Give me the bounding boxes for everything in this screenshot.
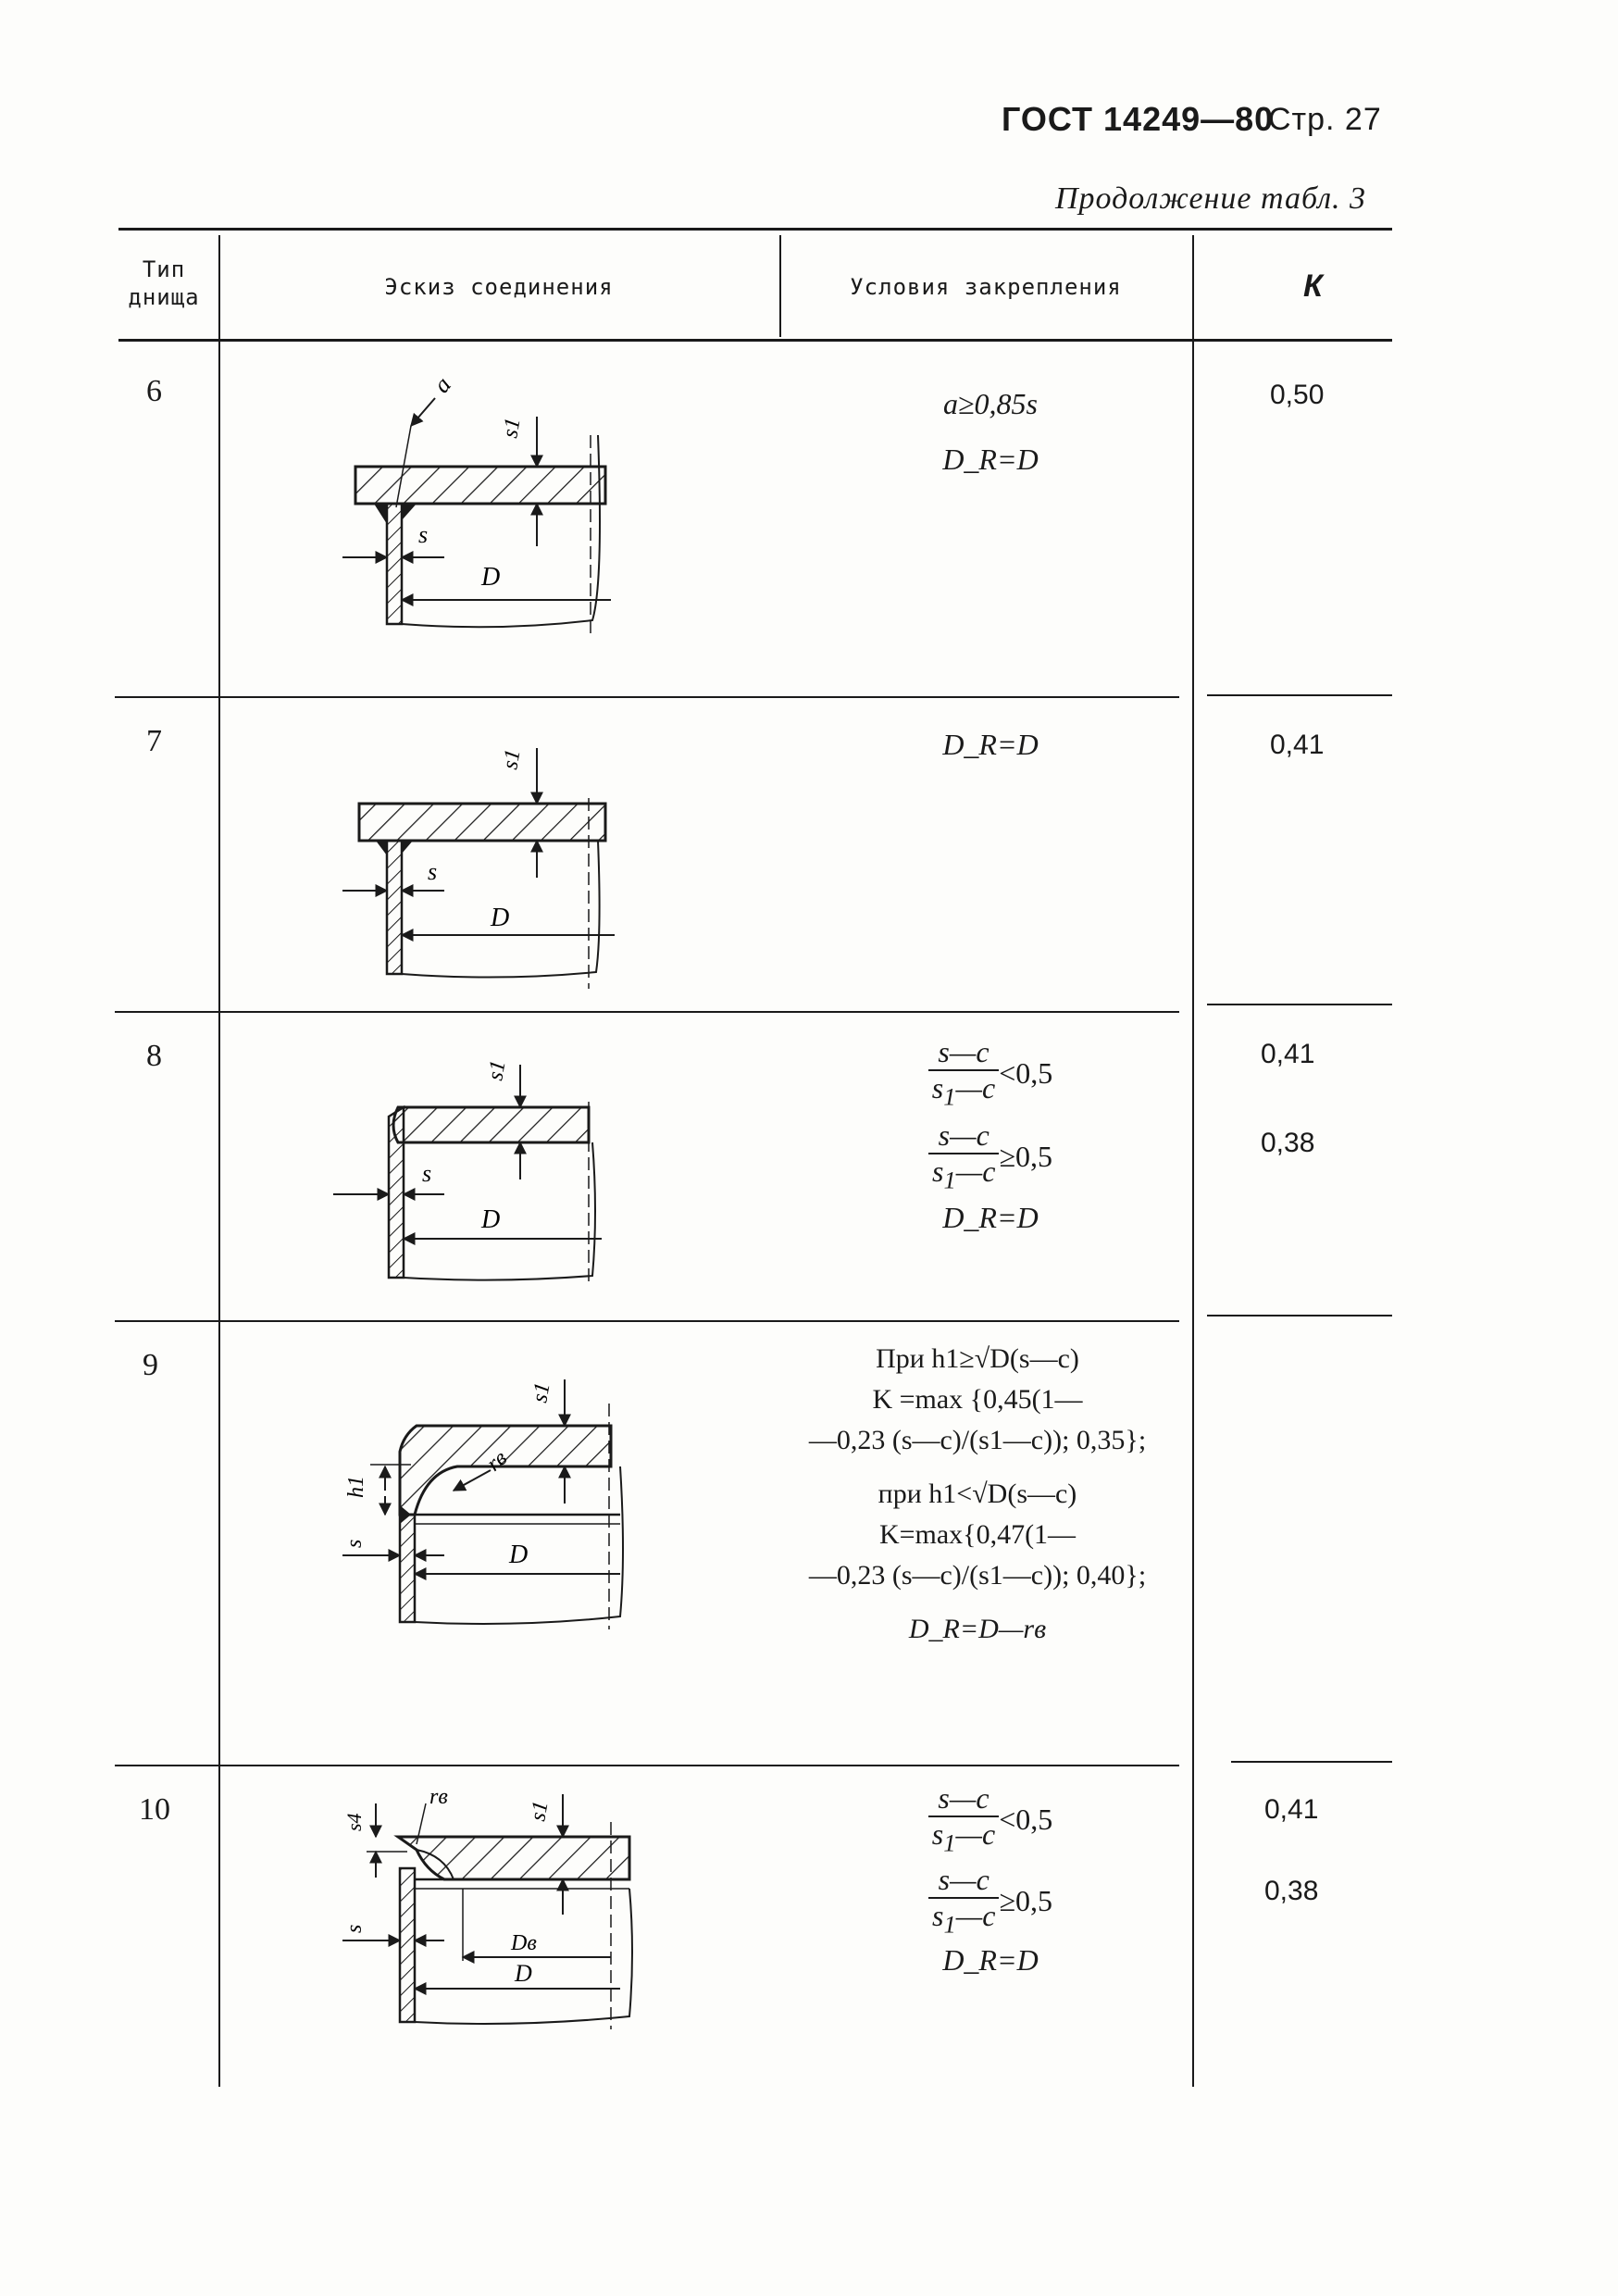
column-divider-2 — [779, 235, 781, 337]
row-10-condition-2-relation: ≥0,5 — [999, 1884, 1052, 1918]
row-type-9: 9 — [143, 1348, 158, 1382]
column-divider-3 — [1192, 235, 1194, 2087]
row-6-label-d: D — [480, 563, 500, 592]
row-8-condition-3: D_R=D — [942, 1200, 1039, 1234]
row-separator — [115, 1765, 1179, 1766]
table-continuation-caption: Продолжение табл. 3 — [1055, 181, 1367, 216]
row-7-label-d: D — [490, 904, 509, 932]
row-6-label-s1: s1 — [498, 417, 525, 441]
row-10-label-dv: Dв — [510, 1931, 537, 1955]
row-6-label-a: a — [428, 371, 456, 398]
row-8-label-s: s — [422, 1160, 431, 1187]
row-9-condition-4: при h1<√D(s—c) — [877, 1479, 1077, 1509]
row-9-label-s: s — [342, 1540, 367, 1548]
row-10-sketch: s4 rв s1 s Dв D — [342, 1785, 633, 2029]
row-9-label-s1: s1 — [528, 1381, 554, 1405]
row-6-conditions: a≥0,85s D_R=D — [833, 376, 1148, 487]
row-10-label-rv: rв — [429, 1785, 448, 1809]
row-9-label-h1: h1 — [344, 1476, 368, 1498]
page-number: Стр. 27 — [1268, 102, 1382, 137]
row-type-6: 6 — [146, 374, 162, 408]
row-type-10: 10 — [139, 1792, 170, 1827]
column-header-k: К — [1303, 268, 1323, 304]
column-header-type: Тип днища — [128, 256, 200, 310]
row-9-conditions: При h1≥√D(s—c) K =max {0,45(1— —0,23 (s—… — [774, 1339, 1181, 1650]
row-separator — [1207, 1315, 1392, 1316]
row-7-sketch: s1 s D — [342, 748, 615, 989]
row-9-sketch: s1 h1 rв s D — [342, 1379, 624, 1629]
row-8-condition-2-relation: ≥0,5 — [999, 1140, 1052, 1174]
row-10-label-d: D — [514, 1960, 532, 1987]
row-separator — [1207, 1004, 1392, 1005]
row-8-k-value-1: 0,41 — [1261, 1039, 1315, 1069]
row-7-k-value: 0,41 — [1270, 730, 1325, 760]
row-9-condition-5: K=max{0,47(1— — [878, 1519, 1077, 1550]
row-8-label-d: D — [480, 1205, 500, 1234]
row-7-conditions: D_R=D — [833, 728, 1148, 762]
row-10-condition-1-relation: <0,5 — [999, 1802, 1053, 1836]
row-9-condition-1: При h1≥√D(s—c) — [876, 1343, 1079, 1374]
row-6-k-value: 0,50 — [1270, 380, 1325, 410]
row-10-label-s4: s4 — [342, 1813, 366, 1831]
row-type-8: 8 — [146, 1039, 162, 1073]
row-separator — [115, 1320, 1179, 1322]
row-type-7: 7 — [146, 724, 162, 758]
row-6-condition-1: a≥0,85s — [942, 387, 1038, 420]
row-separator — [115, 1011, 1179, 1013]
row-9-label-d: D — [508, 1541, 528, 1569]
row-10-k-value-2: 0,38 — [1264, 1876, 1319, 1906]
table-top-rule — [118, 228, 1392, 231]
row-separator — [1231, 1761, 1392, 1763]
row-8-k-value-2: 0,38 — [1261, 1128, 1315, 1158]
row-8-label-s1: s1 — [483, 1059, 510, 1083]
row-6-sketch: a s1 s D — [342, 371, 611, 639]
row-9-condition-6: —0,23 (s—c)/(s1—c)); 0,40}; — [808, 1560, 1147, 1591]
row-9-condition-2: K =max {0,45(1— — [872, 1384, 1083, 1415]
standard-number: ГОСТ 14249—80 — [1002, 100, 1275, 138]
header-bottom-rule — [118, 339, 1392, 342]
row-9-condition-3: —0,23 (s—c)/(s1—c)); 0,35}; — [808, 1425, 1147, 1455]
column-divider-1 — [218, 235, 220, 2087]
row-10-label-s: s — [342, 1925, 367, 1933]
row-8-sketch: s1 s D — [333, 1059, 602, 1287]
row-7-label-s1: s1 — [498, 748, 525, 772]
row-10-k-value-1: 0,41 — [1264, 1794, 1319, 1825]
row-8-condition-1-relation: <0,5 — [999, 1055, 1053, 1090]
row-separator — [1207, 694, 1392, 696]
column-header-sketch: Эскиз соединения — [384, 274, 614, 300]
column-header-conditions: Условия закрепления — [850, 274, 1122, 300]
row-separator — [115, 696, 1179, 698]
row-7-label-s: s — [428, 858, 437, 885]
row-6-condition-2: D_R=D — [942, 443, 1039, 476]
row-10-condition-3: D_R=D — [942, 1942, 1039, 1977]
row-6-label-s: s — [418, 521, 428, 548]
row-10-label-s1: s1 — [526, 1800, 553, 1824]
row-7-condition-1: D_R=D — [942, 728, 1039, 761]
row-9-condition-7: D_R=D—rв — [908, 1614, 1047, 1644]
